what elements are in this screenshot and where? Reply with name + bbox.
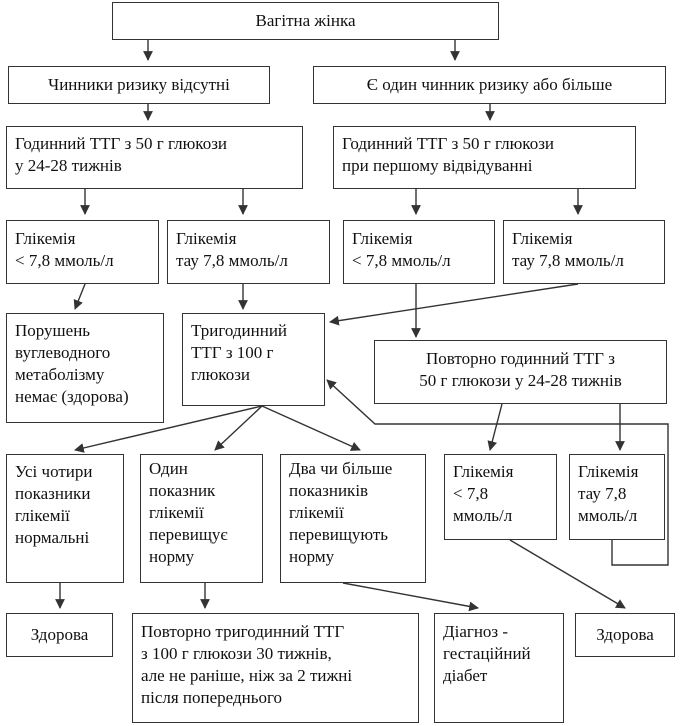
arrow-to-two-more bbox=[261, 405, 361, 451]
node-pregnant: Вагітна жінка bbox=[112, 2, 499, 40]
arrow-to-healthy-metab bbox=[73, 283, 86, 310]
node-gl-repeat-high-label: Глікемія тау 7,8 ммоль/л bbox=[578, 462, 639, 525]
node-gl-right-low-label: Глікемія < 7,8 ммоль/л bbox=[352, 229, 451, 270]
node-no-risk-label: Чинники ризику відсутні bbox=[48, 75, 230, 94]
node-repeat-three-hour-ttg: Повторно тригодинний ТТГ з 100 г глюкози… bbox=[132, 613, 419, 723]
node-no-risk: Чинники ризику відсутні bbox=[8, 66, 270, 104]
node-gl-right-high: Глікемія тау 7,8 ммоль/л bbox=[503, 220, 665, 284]
node-healthy-metabolism: Порушень вуглеводного метаболізму немає … bbox=[6, 313, 164, 423]
node-risk-label: Є один чинник ризику або більше bbox=[366, 75, 613, 94]
node-gl-repeat-low-label: Глікемія < 7,8 ммоль/л bbox=[453, 462, 514, 525]
node-pregnant-label: Вагітна жінка bbox=[255, 11, 356, 30]
node-three-hour-ttg-label: Тригодинний ТТГ з 100 г глюкози bbox=[191, 321, 288, 384]
node-healthy-1: Здорова bbox=[6, 613, 113, 657]
node-repeat-three-hour-ttg-label: Повторно тригодинний ТТГ з 100 г глюкози… bbox=[141, 622, 353, 707]
node-ttg-left: Годинний ТТГ з 50 г глюкози у 24-28 тижн… bbox=[6, 126, 303, 189]
node-gl-right-high-label: Глікемія тау 7,8 ммоль/л bbox=[512, 229, 624, 270]
node-repeat-hour-ttg-label: Повторно годинний ТТГ з 50 г глюкози у 2… bbox=[419, 349, 622, 390]
node-all-normal-label: Усі чотири показники глікемії нормальні bbox=[15, 462, 93, 547]
node-two-or-more-exceed-label: Два чи більше показників глікемії переви… bbox=[289, 459, 393, 566]
node-gl-repeat-high: Глікемія тау 7,8 ммоль/л bbox=[569, 454, 665, 540]
arrow-to-diagnosis bbox=[342, 582, 479, 612]
node-risk: Є один чинник ризику або більше bbox=[313, 66, 666, 104]
node-repeat-hour-ttg: Повторно годинний ТТГ з 50 г глюкози у 2… bbox=[374, 340, 667, 404]
node-two-or-more-exceed: Два чи більше показників глікемії переви… bbox=[280, 454, 426, 583]
node-gl-left-high: Глікемія тау 7,8 ммоль/л bbox=[167, 220, 330, 284]
node-all-normal: Усі чотири показники глікемії нормальні bbox=[6, 454, 124, 583]
node-diagnosis-gdm-label: Діагноз - гестаційний діабет bbox=[443, 622, 531, 685]
node-gl-repeat-low: Глікемія < 7,8 ммоль/л bbox=[444, 454, 557, 540]
node-diagnosis-gdm: Діагноз - гестаційний діабет bbox=[434, 613, 564, 723]
node-gl-right-low: Глікемія < 7,8 ммоль/л bbox=[343, 220, 495, 284]
node-one-exceeds-label: Один показник глікемії перевищує норму bbox=[149, 459, 228, 566]
arrow-to-gl-rep-low bbox=[487, 403, 503, 451]
node-healthy-metabolism-label: Порушень вуглеводного метаболізму немає … bbox=[15, 321, 129, 406]
node-three-hour-ttg: Тригодинний ТТГ з 100 г глюкози bbox=[182, 313, 325, 406]
node-ttg-right-label: Годинний ТТГ з 50 г глюкози при першому … bbox=[342, 134, 555, 175]
node-gl-left-low-label: Глікемія < 7,8 ммоль/л bbox=[15, 229, 114, 270]
node-healthy-2-label: Здорова bbox=[596, 625, 654, 644]
node-gl-left-low: Глікемія < 7,8 ммоль/л bbox=[6, 220, 159, 284]
node-ttg-left-label: Годинний ТТГ з 50 г глюкози у 24-28 тижн… bbox=[15, 134, 228, 175]
arrow-gl-r-high-to-three-hour bbox=[329, 283, 579, 326]
node-healthy-1-label: Здорова bbox=[30, 625, 89, 644]
node-ttg-right: Годинний ТТГ з 50 г глюкози при першому … bbox=[333, 126, 636, 189]
node-gl-left-high-label: Глікемія тау 7,8 ммоль/л bbox=[176, 229, 288, 270]
node-healthy-2: Здорова bbox=[575, 613, 675, 657]
arrow-to-one-exceeds bbox=[214, 405, 263, 451]
node-one-exceeds: Один показник глікемії перевищує норму bbox=[140, 454, 263, 583]
arrow-to-healthy-2 bbox=[509, 539, 626, 609]
